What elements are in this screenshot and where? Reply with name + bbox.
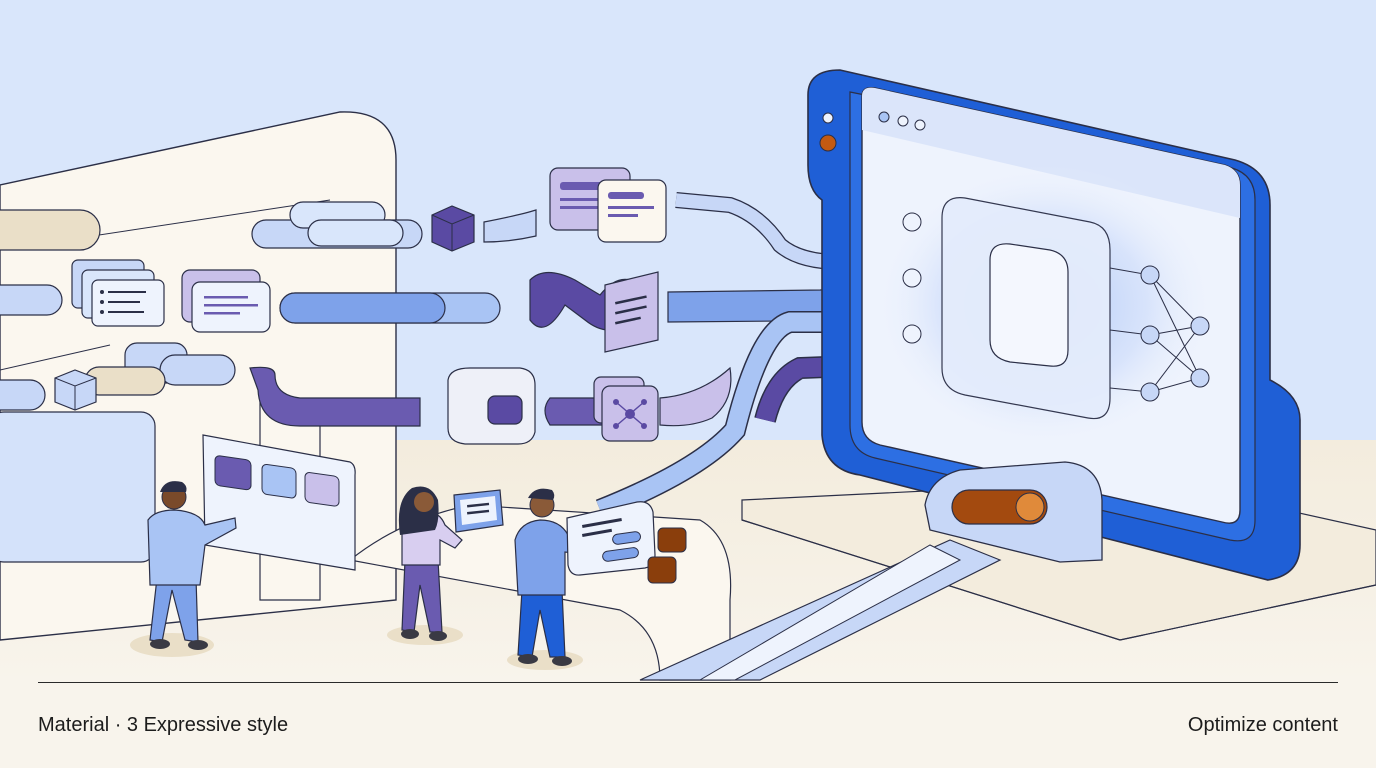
person-2 (387, 486, 504, 645)
text-card-icon (181, 269, 271, 333)
document-card-icon (549, 167, 667, 243)
browser-dot-icon (878, 111, 890, 123)
wall-screen (0, 411, 156, 563)
neural-network-icon (902, 212, 1210, 402)
topic-caption: Optimize content (1187, 714, 1338, 736)
orange-block (647, 556, 677, 584)
orange-block (657, 527, 687, 553)
camera-icon (822, 112, 834, 124)
small-cube-icon (54, 369, 97, 411)
wall-slot (0, 284, 63, 316)
browser-dot-icon (897, 115, 909, 127)
app-glyph-icon (447, 367, 536, 445)
cube-icon (431, 205, 475, 252)
browser-dot-icon (914, 119, 926, 131)
person-1 (130, 481, 237, 657)
power-light-icon (819, 134, 837, 152)
wall-slot (0, 379, 46, 411)
note-card-icon (604, 271, 659, 353)
monitor (807, 69, 1301, 581)
tablet-icon (453, 489, 504, 533)
info-card-icon (566, 501, 656, 576)
style-caption: Material · 3 Expressive style (38, 714, 289, 736)
person-3 (507, 488, 656, 670)
footer-divider (38, 682, 1338, 683)
network-node-icon (593, 376, 659, 442)
footer-band (0, 682, 1376, 768)
wall-slot (0, 209, 101, 251)
dashboard-panel (202, 434, 356, 571)
document-stack-icon (71, 259, 165, 327)
